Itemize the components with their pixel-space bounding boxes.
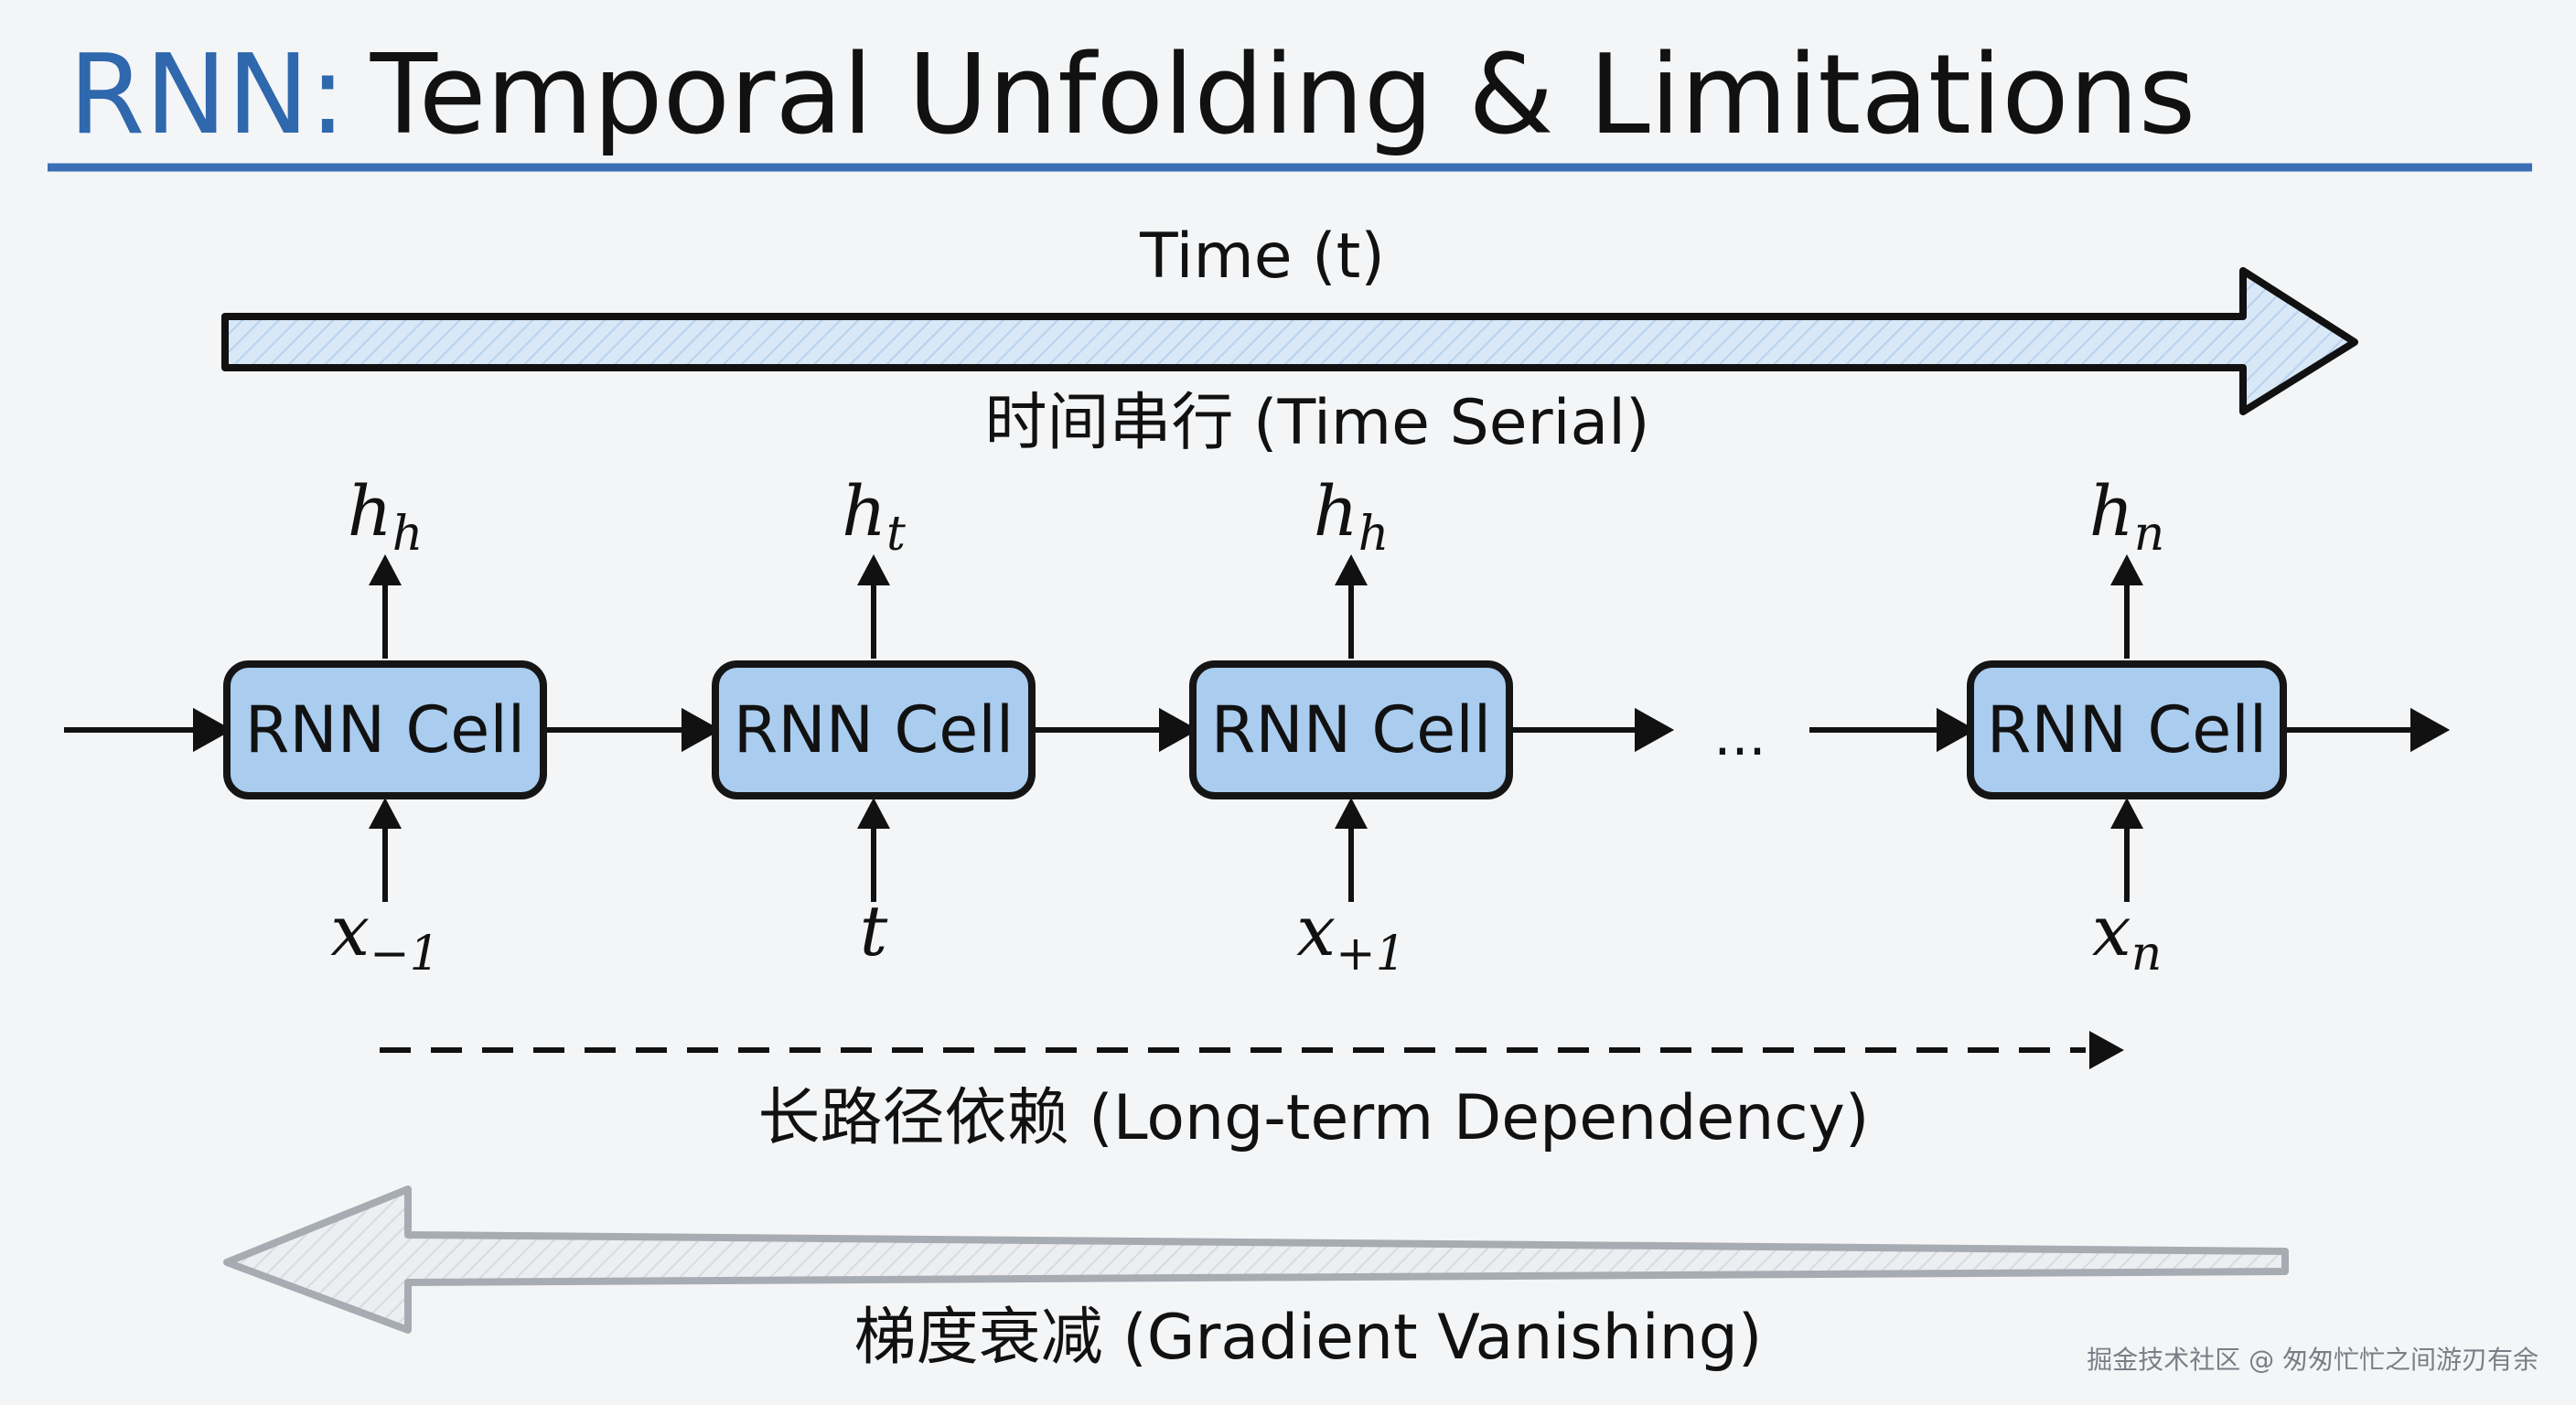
time-bottom-label: 时间串行 (Time Serial) [984, 387, 1649, 459]
page-title: RNN: Temporal Unfolding & Limitations [69, 32, 2195, 159]
watermark: 掘金技术社区 @ 匆匆忙忙之间游刃有余 [2087, 1345, 2538, 1375]
cell-1-box [223, 660, 547, 799]
sequence-connectors [64, 707, 2451, 753]
cell-3-output-arrowhead [1335, 554, 1368, 585]
cell-4-output-label: hn [2089, 470, 2164, 562]
time-top-label: Time (t) [1139, 220, 1385, 293]
cell-2-input-arrowhead [857, 798, 890, 829]
cell-2-label: RNN Cell [734, 692, 1014, 767]
cell-2-box [712, 660, 1036, 799]
time-arrow [221, 267, 2358, 415]
cell-2-input-label: t [860, 890, 888, 971]
gradient-arrow [223, 1185, 2289, 1334]
link-arrow-2-head [1159, 707, 1199, 753]
dependency-label: 长路径依赖 (Long-term Dependency) [758, 1082, 1870, 1154]
cell-4-output-arrowhead [2110, 554, 2143, 585]
cell-1-input-arrowhead [369, 798, 402, 829]
cell-4-label: RNN Cell [1987, 692, 2267, 767]
cell-3-box [1189, 660, 1513, 799]
cell-2-output-arrowhead [857, 554, 890, 585]
link-arrow-1-head [682, 707, 722, 753]
cell-3-input-arrowhead [1335, 798, 1368, 829]
output-arrow-head [2410, 707, 2451, 753]
link-arrow-3-head [1635, 707, 1675, 753]
input-arrow-head [193, 707, 233, 753]
cell-1-output-arrowhead [369, 554, 402, 585]
dependency-arrowhead [2089, 1031, 2124, 1069]
title-prefix: RNN: [69, 32, 346, 159]
rnn-cell-2: RNN Cell ht t [712, 470, 1036, 971]
cell-1-output-label: hh [348, 470, 423, 562]
link-arrow-4-head [1937, 707, 1977, 753]
cell-3-label: RNN Cell [1211, 692, 1491, 767]
cell-4-input-label: xn [2092, 890, 2162, 981]
rnn-cell-3: RNN Cell hh x+1 [1189, 470, 1513, 981]
gradient-label: 梯度衰减 (Gradient Vanishing) [854, 1302, 1763, 1374]
cell-2-output-label: ht [842, 470, 906, 562]
cell-3-input-label: x+1 [1296, 890, 1406, 981]
cell-4-input-arrowhead [2110, 798, 2143, 829]
cell-3-output-label: hh [1314, 470, 1389, 562]
cell-1-label: RNN Cell [245, 692, 525, 767]
cell-4-box [1967, 660, 2287, 799]
sequence-ellipsis: ... [1713, 704, 1766, 768]
rnn-cell-4: RNN Cell hn xn [1967, 470, 2287, 981]
rnn-cell-1: RNN Cell hh x−1 [223, 470, 547, 981]
title-main: Temporal Unfolding & Limitations [370, 32, 2195, 159]
cell-1-input-label: x−1 [330, 890, 440, 981]
